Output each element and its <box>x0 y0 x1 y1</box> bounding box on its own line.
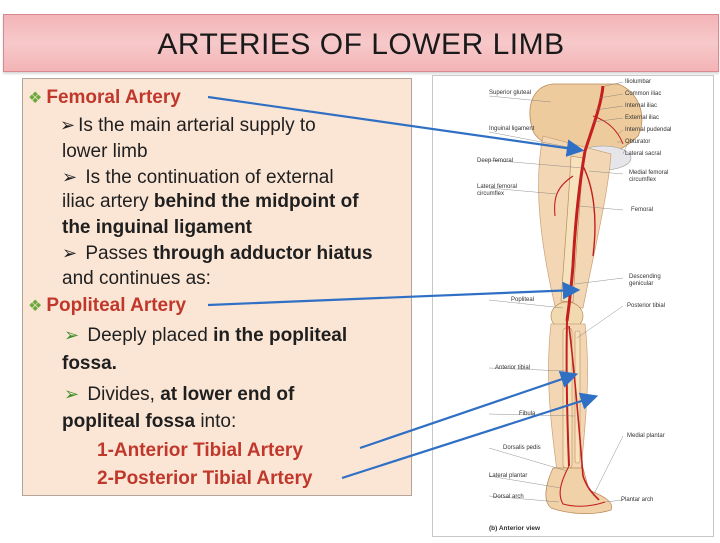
label-fibula: Fibula <box>519 411 536 417</box>
label-internal-pudendal: Internal pudendal <box>625 127 672 133</box>
leader-line <box>488 159 584 169</box>
branch-anterior-tibial: 1-Anterior Tibial Artery <box>97 439 303 463</box>
leader-line <box>574 277 624 285</box>
popliteal-line-1: ➢ Deeply placed in the popliteal <box>64 323 347 348</box>
leader-line <box>592 435 624 497</box>
text-span-bold: through adductor hiatus <box>152 243 373 264</box>
label-lateral-plantar: Lateral plantar <box>489 473 528 479</box>
text-span: Is the main arterial supply to <box>78 115 316 136</box>
text-span-bold: at lower end of <box>160 384 295 405</box>
label-lateral-sacral: Lateral sacral <box>625 151 662 157</box>
leader-line <box>576 305 624 339</box>
popliteal-heading: Popliteal Artery <box>46 295 187 316</box>
arrowhead-bullet-icon: ➢ <box>62 167 78 187</box>
label-external-iliac: External iliac <box>625 115 660 121</box>
branch-posterior-tibial: 2-Posterior Tibial Artery <box>97 467 312 491</box>
label-medial-femoral-circumflex: Medial femoral circumflex <box>629 170 669 183</box>
femoral-line-2: ➢ Is the continuation of external <box>62 165 334 190</box>
femoral-line-1b: lower limb <box>62 140 148 164</box>
label-posterior-tibial: Posterior tibial <box>627 303 666 309</box>
label-anterior-tibial: Anterior tibial <box>495 365 531 371</box>
femoral-line-5: ➢ Passes through adductor hiatus <box>62 241 373 266</box>
slide-title: ARTERIES OF LOWER LIMB <box>157 28 565 61</box>
text-span-bold: in the popliteal <box>213 325 348 346</box>
popliteal-line-2: fossa. <box>62 352 117 376</box>
leader-line <box>578 205 624 211</box>
arrowhead-bullet-icon: ➢ <box>64 384 80 404</box>
diamond-bullet-icon: ❖ <box>28 298 43 315</box>
leader-line <box>488 187 558 195</box>
label-deep-femoral: Deep femoral <box>477 158 514 164</box>
label-femoral: Femoral <box>631 207 654 213</box>
lower-limb-illustration <box>488 81 643 514</box>
leader-line <box>604 81 624 87</box>
text-span: Is the continuation of external <box>80 167 334 188</box>
popliteal-line-3: ➢ Divides, at lower end of <box>64 382 294 407</box>
label-obturator: Obturator <box>625 139 651 145</box>
femoral-line-1: ➢Is the main arterial supply to <box>60 113 316 138</box>
femoral-heading: Femoral Artery <box>46 87 181 108</box>
label-internal-iliac: Internal iliac <box>625 103 658 109</box>
title-bar: ARTERIES OF LOWER LIMB <box>3 14 719 72</box>
label-descending-genicular: Descending genicular <box>629 274 661 287</box>
text-span: Deeply placed <box>82 325 214 346</box>
lateral-circumflex-artery-path <box>554 175 574 217</box>
arrowhead-bullet-icon: ➢ <box>62 243 78 263</box>
figure-caption: (b) Anterior view <box>489 525 541 532</box>
leader-line <box>488 367 568 372</box>
arrowhead-bullet-icon: ➢ <box>64 325 80 345</box>
leader-line <box>604 499 624 503</box>
label-iliolumbar: Iliolumbar <box>625 79 652 85</box>
leader-line <box>488 495 560 503</box>
text-span-bold: popliteal fossa <box>62 411 201 432</box>
label-superior-gluteal: Superior gluteal <box>489 90 532 96</box>
label-inguinal-ligament: Inguinal ligament <box>489 126 535 132</box>
label-medial-plantar: Medial plantar <box>627 433 665 439</box>
femoral-line-3: iliac artery behind the midpoint of <box>62 190 359 214</box>
leader-line <box>594 105 624 111</box>
label-common-iliac: Common iliac <box>625 91 662 97</box>
arrowhead-bullet-icon: ➢ <box>60 115 76 135</box>
leader-line <box>598 93 624 99</box>
text-span: iliac artery <box>62 191 154 212</box>
femoral-line-6: and continues as: <box>62 267 211 291</box>
anatomy-figure: Superior gluteal Inguinal ligament Deep … <box>432 75 714 537</box>
leader-line <box>617 129 624 135</box>
popliteal-heading-line: ❖Popliteal Artery <box>28 294 186 319</box>
text-span-red: 2-Posterior Tibial Artery <box>97 468 313 489</box>
diamond-bullet-icon: ❖ <box>28 90 43 107</box>
text-span: into: <box>200 411 237 432</box>
femoral-heading-line: ❖Femoral Artery <box>28 86 181 111</box>
leader-line <box>588 170 624 175</box>
deep-femoral-artery-path <box>582 165 596 257</box>
text-span: Divides, <box>82 384 161 405</box>
text-span-bold: behind the midpoint of <box>153 191 359 212</box>
leader-line <box>592 117 624 123</box>
text-span-bold: the inguinal ligament <box>62 217 253 238</box>
label-plantar-arch: Plantar arch <box>621 497 654 503</box>
text-span-red: 1-Anterior Tibial Artery <box>97 440 303 461</box>
text-span: lower limb <box>62 141 148 162</box>
internal-iliac-artery-path <box>592 115 624 145</box>
text-span: Passes <box>80 243 153 264</box>
leader-line <box>622 139 630 155</box>
label-dorsal-arch: Dorsal arch <box>493 494 524 500</box>
text-span: and continues as: <box>62 268 211 289</box>
text-span-bold: fossa. <box>62 353 117 374</box>
popliteal-line-4: popliteal fossa into: <box>62 410 236 434</box>
femoral-line-4: the inguinal ligament <box>62 216 252 240</box>
label-popliteal: Popliteal <box>511 297 535 303</box>
label-dorsalis-pedis: Dorsalis pedis <box>503 445 541 451</box>
label-lateral-femoral-circumflex: Lateral femoral circumflex <box>477 184 518 197</box>
